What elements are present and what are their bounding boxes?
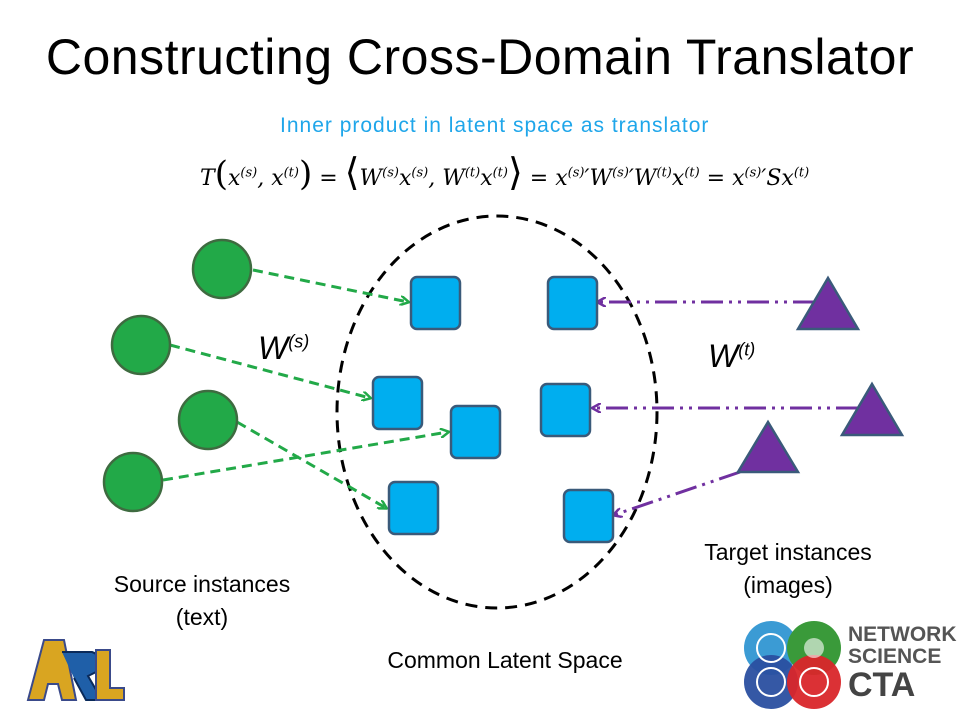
target-instances-label: Target instances (images) (704, 539, 872, 598)
source-arrow (169, 343, 370, 398)
subtitle: Inner product in latent space as transla… (280, 114, 710, 137)
source-instance-node (191, 238, 253, 300)
source-arrow (162, 432, 448, 482)
arl-logo (26, 639, 125, 701)
latent-node (371, 375, 424, 431)
target-instance-node (795, 275, 861, 331)
source-instance-node (110, 314, 172, 376)
cta-logo-text: NETWORK SCIENCE CTA (848, 623, 957, 704)
source-instance-node (102, 451, 164, 513)
latent-node (449, 404, 502, 460)
latent-node (546, 275, 599, 331)
latent-node (387, 480, 440, 536)
target-instance-node (735, 419, 801, 474)
page-title: Constructing Cross-Domain Translator (45, 29, 915, 85)
w-source-label: W(s) (258, 330, 310, 366)
latent-node (562, 488, 615, 544)
source-instances-label: Source instances (text) (113, 571, 291, 630)
w-target-label: W(t) (708, 338, 756, 374)
latent-space-label: Common Latent Space (387, 647, 623, 673)
latent-node (539, 382, 592, 438)
source-instance-node (177, 389, 239, 451)
latent-space-ellipse (335, 214, 659, 610)
source-arrow (236, 420, 386, 508)
network-science-cta-logo (744, 621, 841, 709)
target-instance-node (839, 381, 905, 437)
latent-node (409, 275, 462, 331)
translator-formula: T(x(s), x(t)) = ⟨W(s)x(s), W(t)x(t)⟩ = x… (200, 150, 810, 194)
target-arrow (614, 470, 741, 515)
source-arrow (252, 268, 408, 302)
